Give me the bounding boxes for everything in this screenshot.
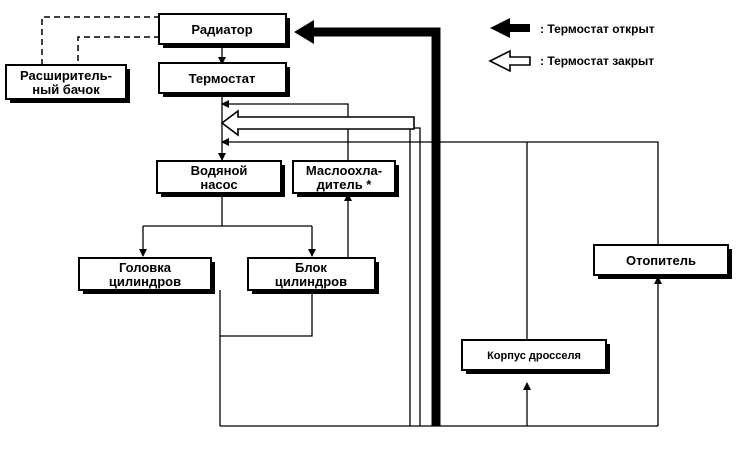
legend-closed-label: : Термостат закрыт (540, 54, 654, 68)
flow-arrows (220, 20, 441, 426)
box-thermostat: Термостат (158, 62, 290, 97)
dashed-line-inner (77, 36, 160, 64)
water-pump-label-line1: Водяной (191, 163, 248, 178)
heater-label: Отопитель (626, 253, 696, 268)
block-down-line (220, 290, 313, 337)
thermostat-open-arrowhead (294, 20, 314, 44)
heater-to-top-line (426, 141, 659, 245)
return-line-oil-cooler (221, 100, 349, 164)
legend-open-label: : Термостат открыт (540, 22, 655, 36)
box-radiator: Радиатор (158, 13, 290, 48)
radiator-label: Радиатор (191, 22, 252, 37)
oil-cooler-label-line1: Маслоохла- (306, 163, 382, 178)
legend-closed: : Термостат закрыт (488, 49, 654, 73)
expansion-tank-label-line2: ный бачок (32, 82, 100, 97)
legend-open: : Термостат открыт (490, 18, 655, 38)
thermostat-label: Термостат (189, 71, 256, 86)
box-heater: Отопитель (593, 244, 732, 279)
cylinder-block-label-line1: Блок (295, 260, 327, 275)
dashed-line-outer (41, 16, 160, 64)
thermostat-closed-flow-arrow (220, 109, 415, 137)
water-pump-label-line2: насос (200, 177, 237, 192)
thermostat-open-flow-arrow (314, 27, 441, 426)
cylinder-head-label-line1: Головка (119, 260, 172, 275)
expansion-tank-label-line1: Расширитель- (20, 68, 112, 83)
box-throttle-body: Корпус дросселя (461, 339, 610, 374)
box-cylinder-block: Блок цилиндров (247, 257, 379, 294)
box-water-pump: Водяной насос (156, 160, 285, 197)
legend-solid-arrow-icon (490, 18, 530, 38)
box-expansion-tank: Расширитель- ный бачок (5, 64, 130, 103)
throttle-body-label: Корпус дросселя (487, 350, 581, 362)
cylinder-block-label-line2: цилиндров (275, 274, 347, 289)
oil-cooler-label-line2: дитель * (317, 177, 373, 192)
box-cylinder-head: Головка цилиндров (78, 257, 215, 294)
box-oil-cooler: Маслоохла- дитель * (292, 160, 399, 197)
legend: : Термостат открыт : Термостат закрыт (488, 18, 655, 73)
cylinder-head-label-line2: цилиндров (109, 274, 181, 289)
legend-hollow-arrow-icon (488, 49, 531, 73)
